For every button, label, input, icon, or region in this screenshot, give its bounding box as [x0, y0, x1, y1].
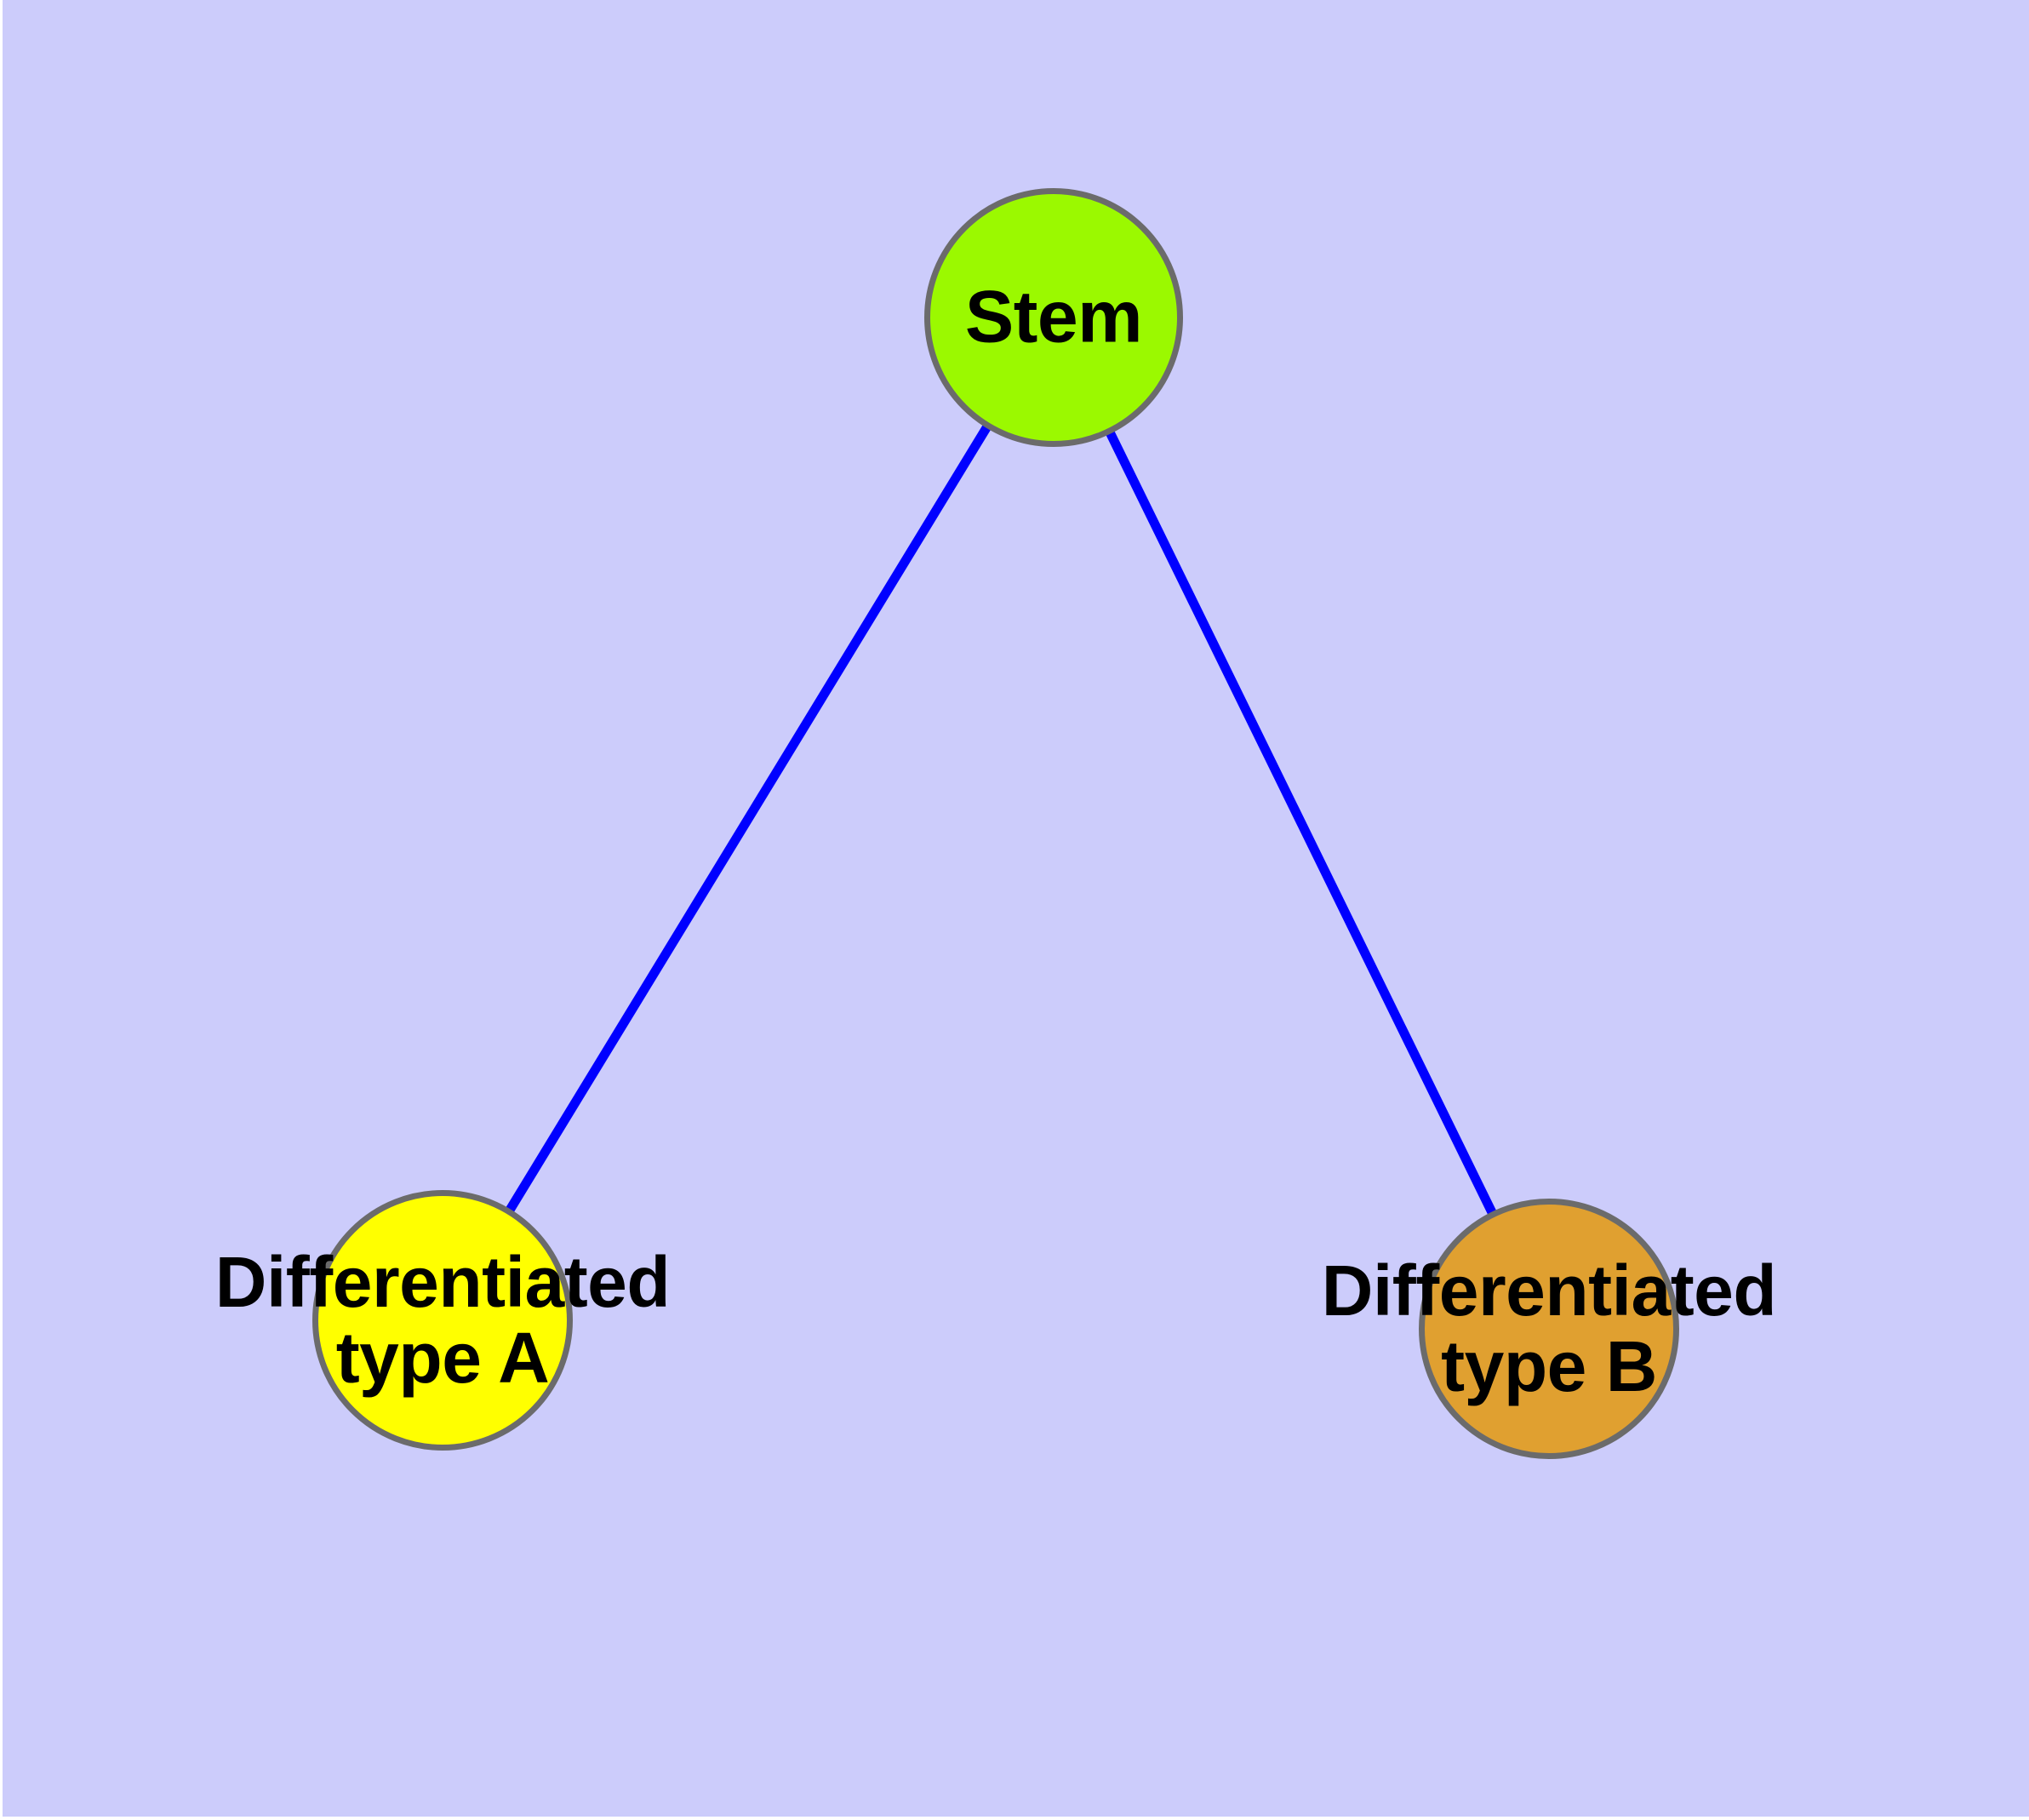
edge-stem-to-diffA [504, 422, 992, 1215]
node-circle-diffA[interactable] [312, 1190, 573, 1451]
node-layer [312, 188, 1679, 1459]
edge-layer [504, 422, 1498, 1217]
edge-stem-to-diffB [1105, 428, 1498, 1217]
node-circle-diffB[interactable] [1419, 1199, 1679, 1459]
node-circle-stem[interactable] [924, 188, 1183, 447]
